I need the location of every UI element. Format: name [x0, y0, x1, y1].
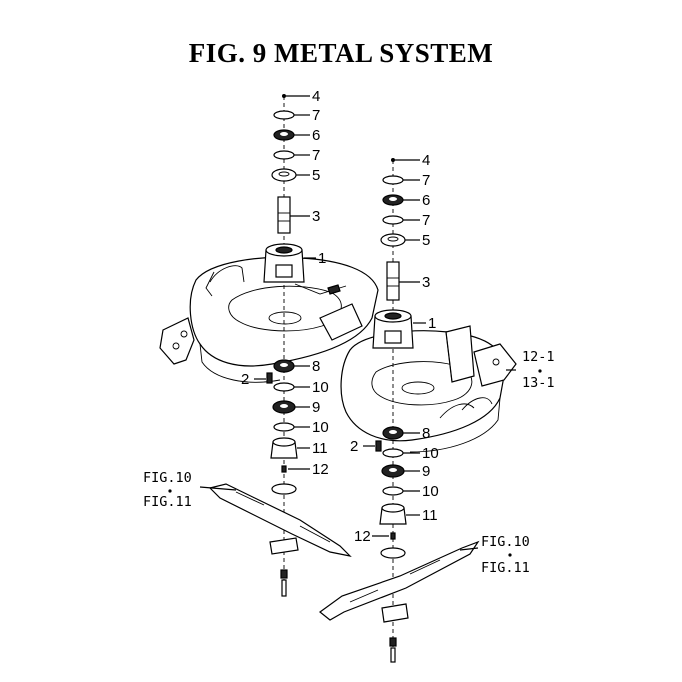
ref-fig10: FIG.10: [481, 534, 530, 550]
ref-12-1: 12-1: [522, 349, 555, 365]
cross-reference-left-blade: FIG.10 FIG.11: [143, 470, 192, 510]
left-mower-deck: [159, 256, 379, 383]
callout-7: 7: [312, 107, 320, 124]
callout-1: 1: [318, 250, 326, 267]
callout-7: 7: [422, 172, 430, 189]
leader-lines: [199, 95, 516, 551]
callout-8: 8: [422, 425, 430, 442]
cross-reference-right-blade: FIG.10 FIG.11: [481, 534, 530, 576]
callout-4: 4: [422, 152, 430, 169]
callout-7: 7: [312, 147, 320, 164]
callout-7: 7: [422, 212, 430, 229]
right-callouts: 4 7 6 7 5 3 1 8 2 10 9 10 11 12: [350, 152, 439, 545]
callout-2: 2: [350, 438, 358, 455]
callout-5: 5: [422, 232, 430, 249]
callout-12: 12: [312, 461, 329, 478]
ref-fig10: FIG.10: [143, 470, 192, 486]
figure-title: FIG. 9 METAL SYSTEM: [188, 38, 494, 68]
ref-13-1: 13-1: [522, 375, 555, 391]
callout-6: 6: [422, 192, 430, 209]
callout-1: 1: [428, 315, 436, 332]
callout-4: 4: [312, 88, 320, 105]
callout-9: 9: [422, 463, 430, 480]
callout-11: 11: [312, 440, 328, 457]
left-spindle-stack: [208, 94, 352, 597]
callout-3: 3: [312, 208, 320, 225]
callout-10: 10: [312, 379, 329, 396]
callout-10: 10: [422, 445, 439, 462]
callout-10: 10: [312, 419, 329, 436]
callout-12: 12: [354, 528, 371, 545]
cross-reference-bracket: 12-1 13-1: [522, 349, 555, 391]
left-callouts: 4 7 6 7 5 3 1 8 2 10 9 10 11 12: [241, 88, 329, 478]
callout-2: 2: [241, 371, 249, 388]
callout-9: 9: [312, 399, 320, 416]
right-mower-deck: [340, 325, 517, 453]
callout-8: 8: [312, 358, 320, 375]
callout-10: 10: [422, 483, 439, 500]
ref-fig11: FIG.11: [143, 494, 192, 510]
callout-3: 3: [422, 274, 430, 291]
right-spindle-stack: [319, 158, 480, 663]
ref-fig11: FIG.11: [481, 560, 530, 576]
callout-11: 11: [422, 507, 438, 524]
callout-5: 5: [312, 167, 320, 184]
callout-6: 6: [312, 127, 320, 144]
